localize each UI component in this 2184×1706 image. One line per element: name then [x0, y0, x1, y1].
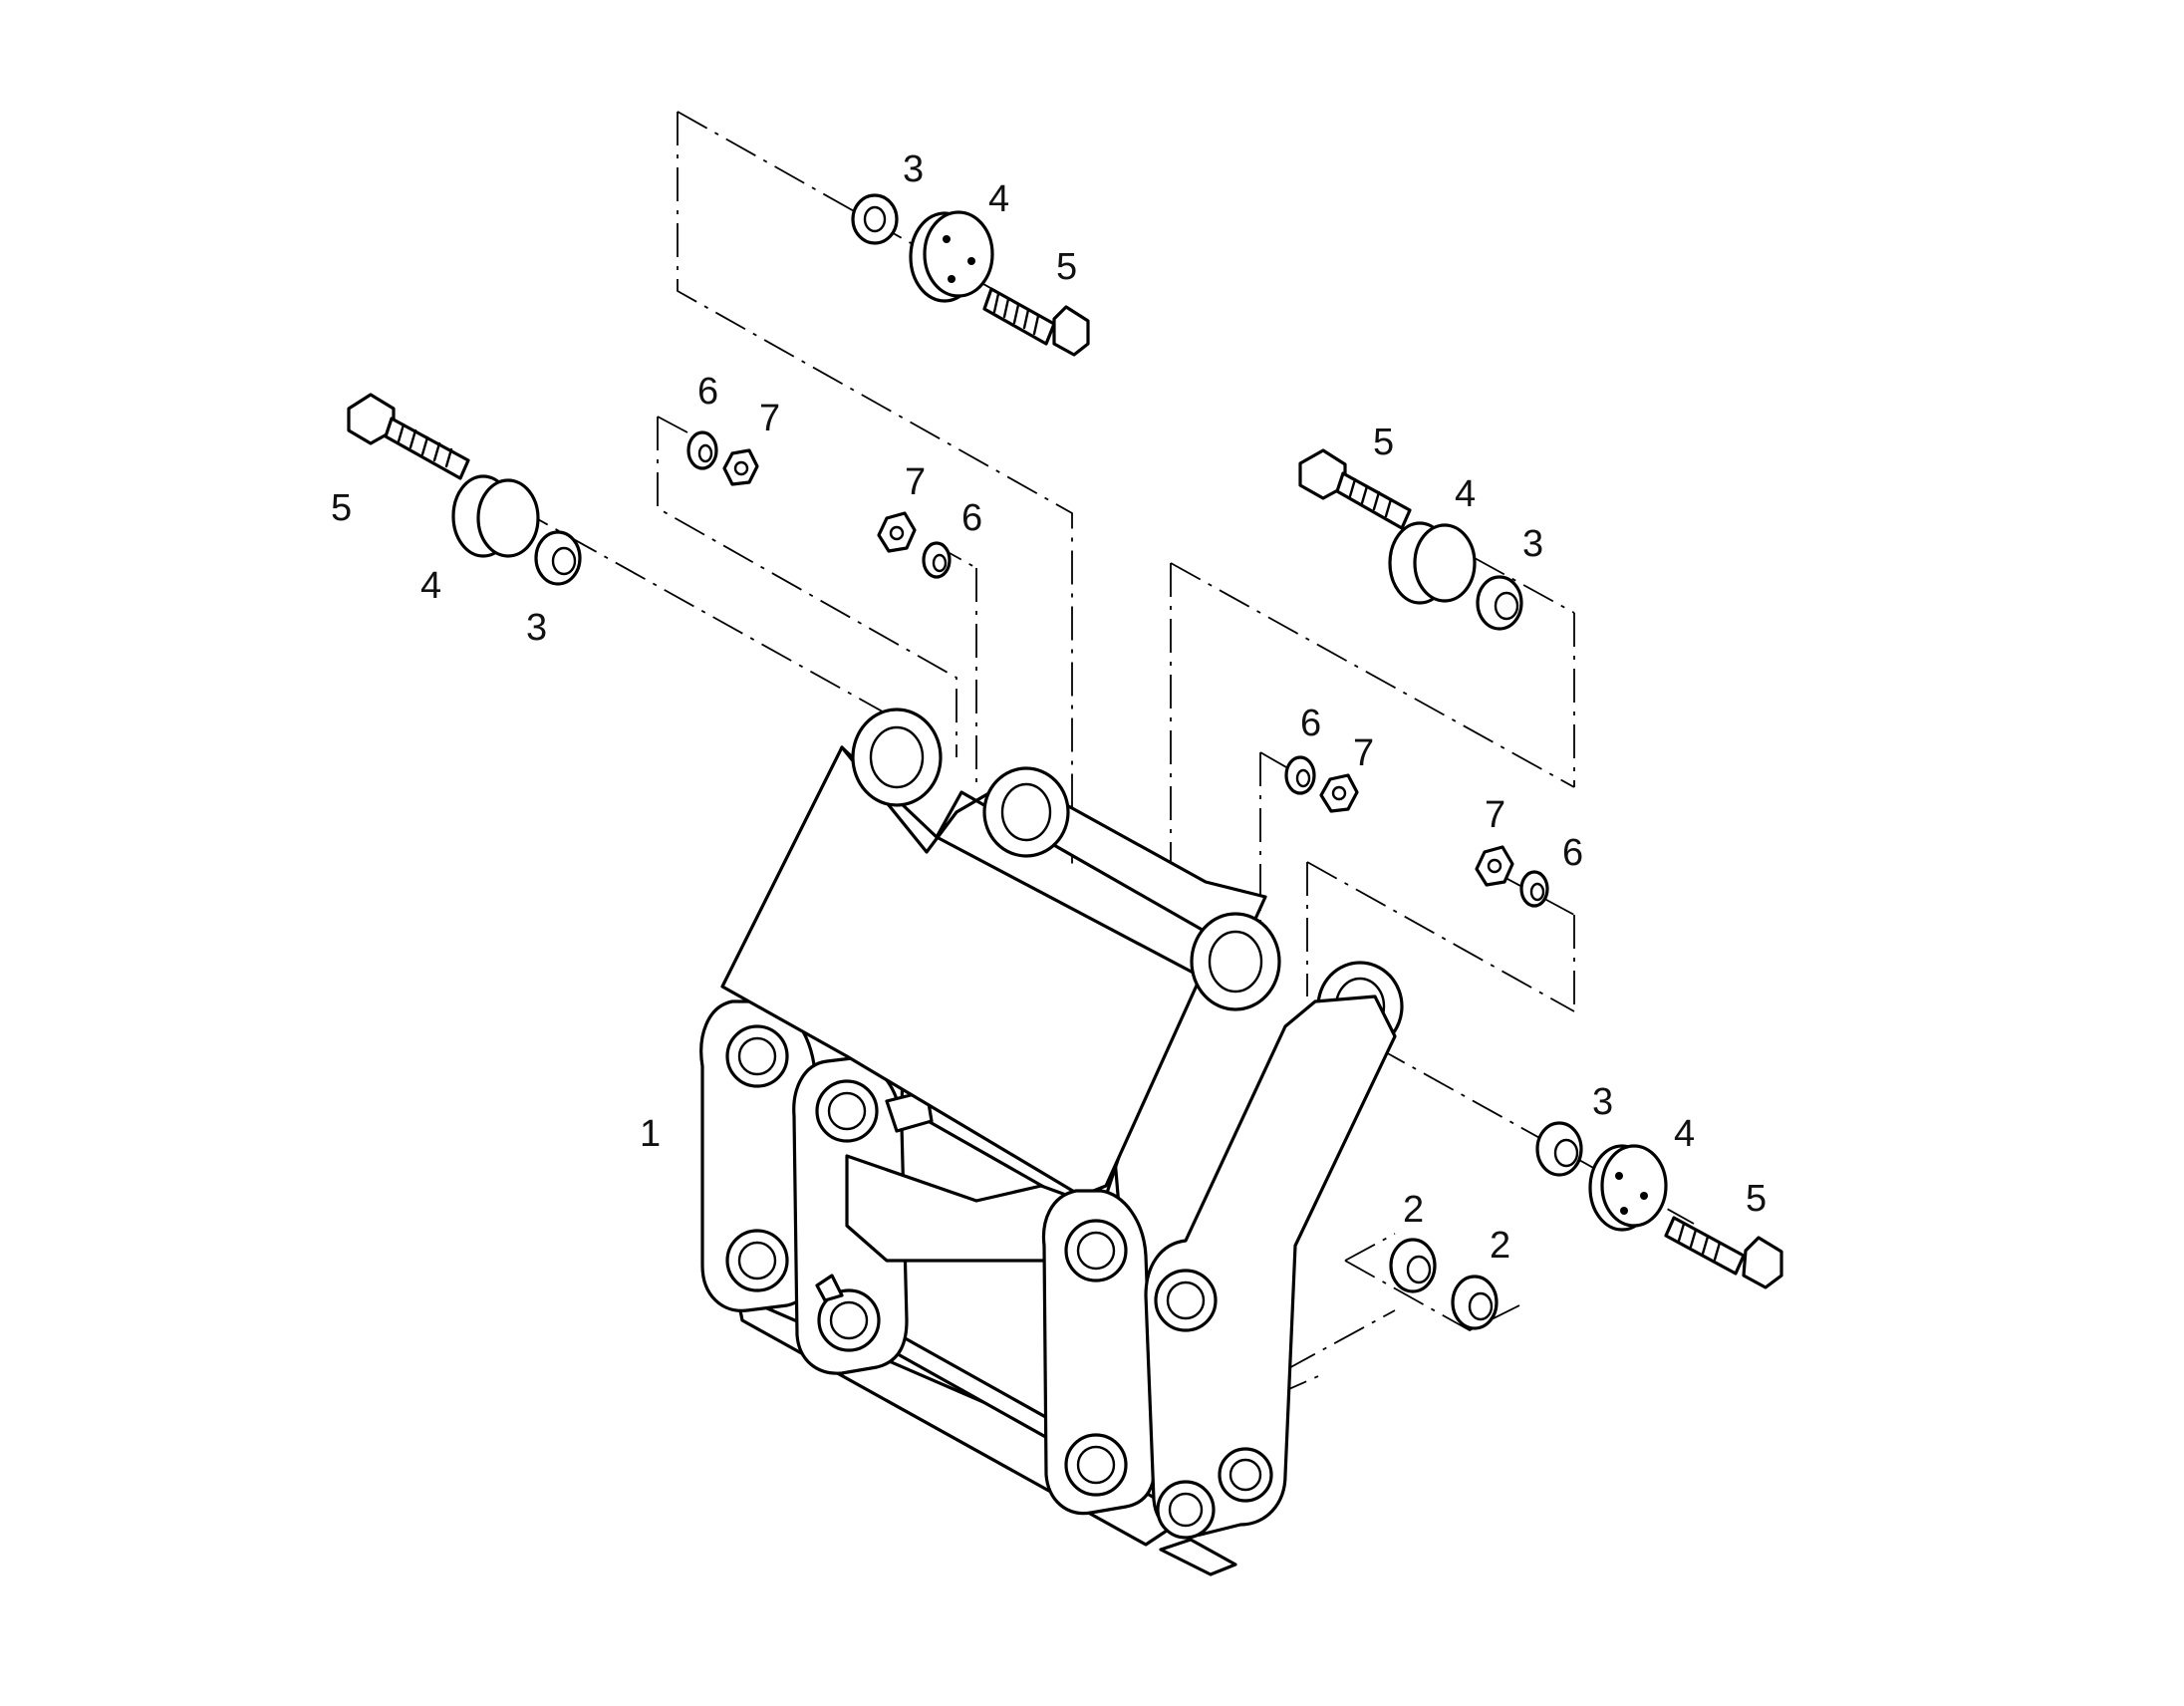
washer-6-ml [922, 541, 952, 579]
callouts: 1 2 2 3 3 3 3 4 4 4 4 5 5 5 5 6 6 6 6 7 … [331, 148, 1767, 1267]
left-bushing-3 [534, 530, 582, 586]
callout-2-b: 2 [1490, 1225, 1510, 1267]
callout-6-mr: 6 [1300, 703, 1321, 744]
callout-1: 1 [640, 1113, 661, 1155]
washer-6-r [1519, 870, 1549, 908]
callout-6-ml: 6 [961, 497, 982, 539]
quick-coupler-frame [699, 708, 1404, 1576]
callout-5-right-lower: 5 [1746, 1178, 1767, 1220]
bushing-2-b [1451, 1275, 1499, 1330]
callout-4-right-upper: 4 [1455, 473, 1476, 515]
right-lower-bolt-5 [1664, 1216, 1783, 1289]
right-upper-bushing-3 [1476, 575, 1523, 631]
callout-2-a: 2 [1403, 1189, 1424, 1231]
callout-5-left: 5 [331, 487, 352, 529]
callout-3-top: 3 [903, 148, 924, 190]
left-flange-4 [451, 474, 540, 558]
callout-3-right-lower: 3 [1592, 1081, 1613, 1123]
callout-7-ul: 7 [759, 398, 780, 439]
callout-7-mr: 7 [1353, 732, 1374, 774]
callout-5-right-upper: 5 [1373, 422, 1394, 463]
nut-7-mr [1319, 773, 1359, 813]
callout-7-ml: 7 [905, 461, 926, 503]
washer-6-mr [1284, 755, 1316, 795]
callout-3-right-upper: 3 [1522, 523, 1543, 565]
callout-4-left: 4 [420, 565, 441, 607]
nut-7-ml [877, 511, 917, 553]
nut-7-ul [722, 448, 759, 486]
right-lower-bushing-3 [1535, 1121, 1583, 1177]
callout-7-r: 7 [1485, 794, 1505, 836]
left-bolt-5 [347, 393, 470, 480]
top-bushing-3 [851, 193, 899, 245]
callout-6-ul: 6 [697, 371, 718, 413]
callout-5-top: 5 [1056, 246, 1077, 288]
right-upper-flange-4 [1388, 521, 1477, 605]
callout-6-r: 6 [1562, 832, 1583, 874]
nut-7-r [1475, 845, 1514, 887]
callout-4-top: 4 [988, 178, 1009, 220]
top-bolt-5 [982, 287, 1090, 357]
bushing-2-a [1389, 1238, 1437, 1293]
callout-3-left: 3 [526, 607, 547, 649]
top-flange-4 [909, 210, 994, 303]
washer-6-ul [686, 430, 718, 470]
right-lower-flange-4 [1588, 1144, 1668, 1232]
callout-4-right-lower: 4 [1674, 1113, 1695, 1155]
right-upper-bolt-5 [1298, 448, 1412, 530]
